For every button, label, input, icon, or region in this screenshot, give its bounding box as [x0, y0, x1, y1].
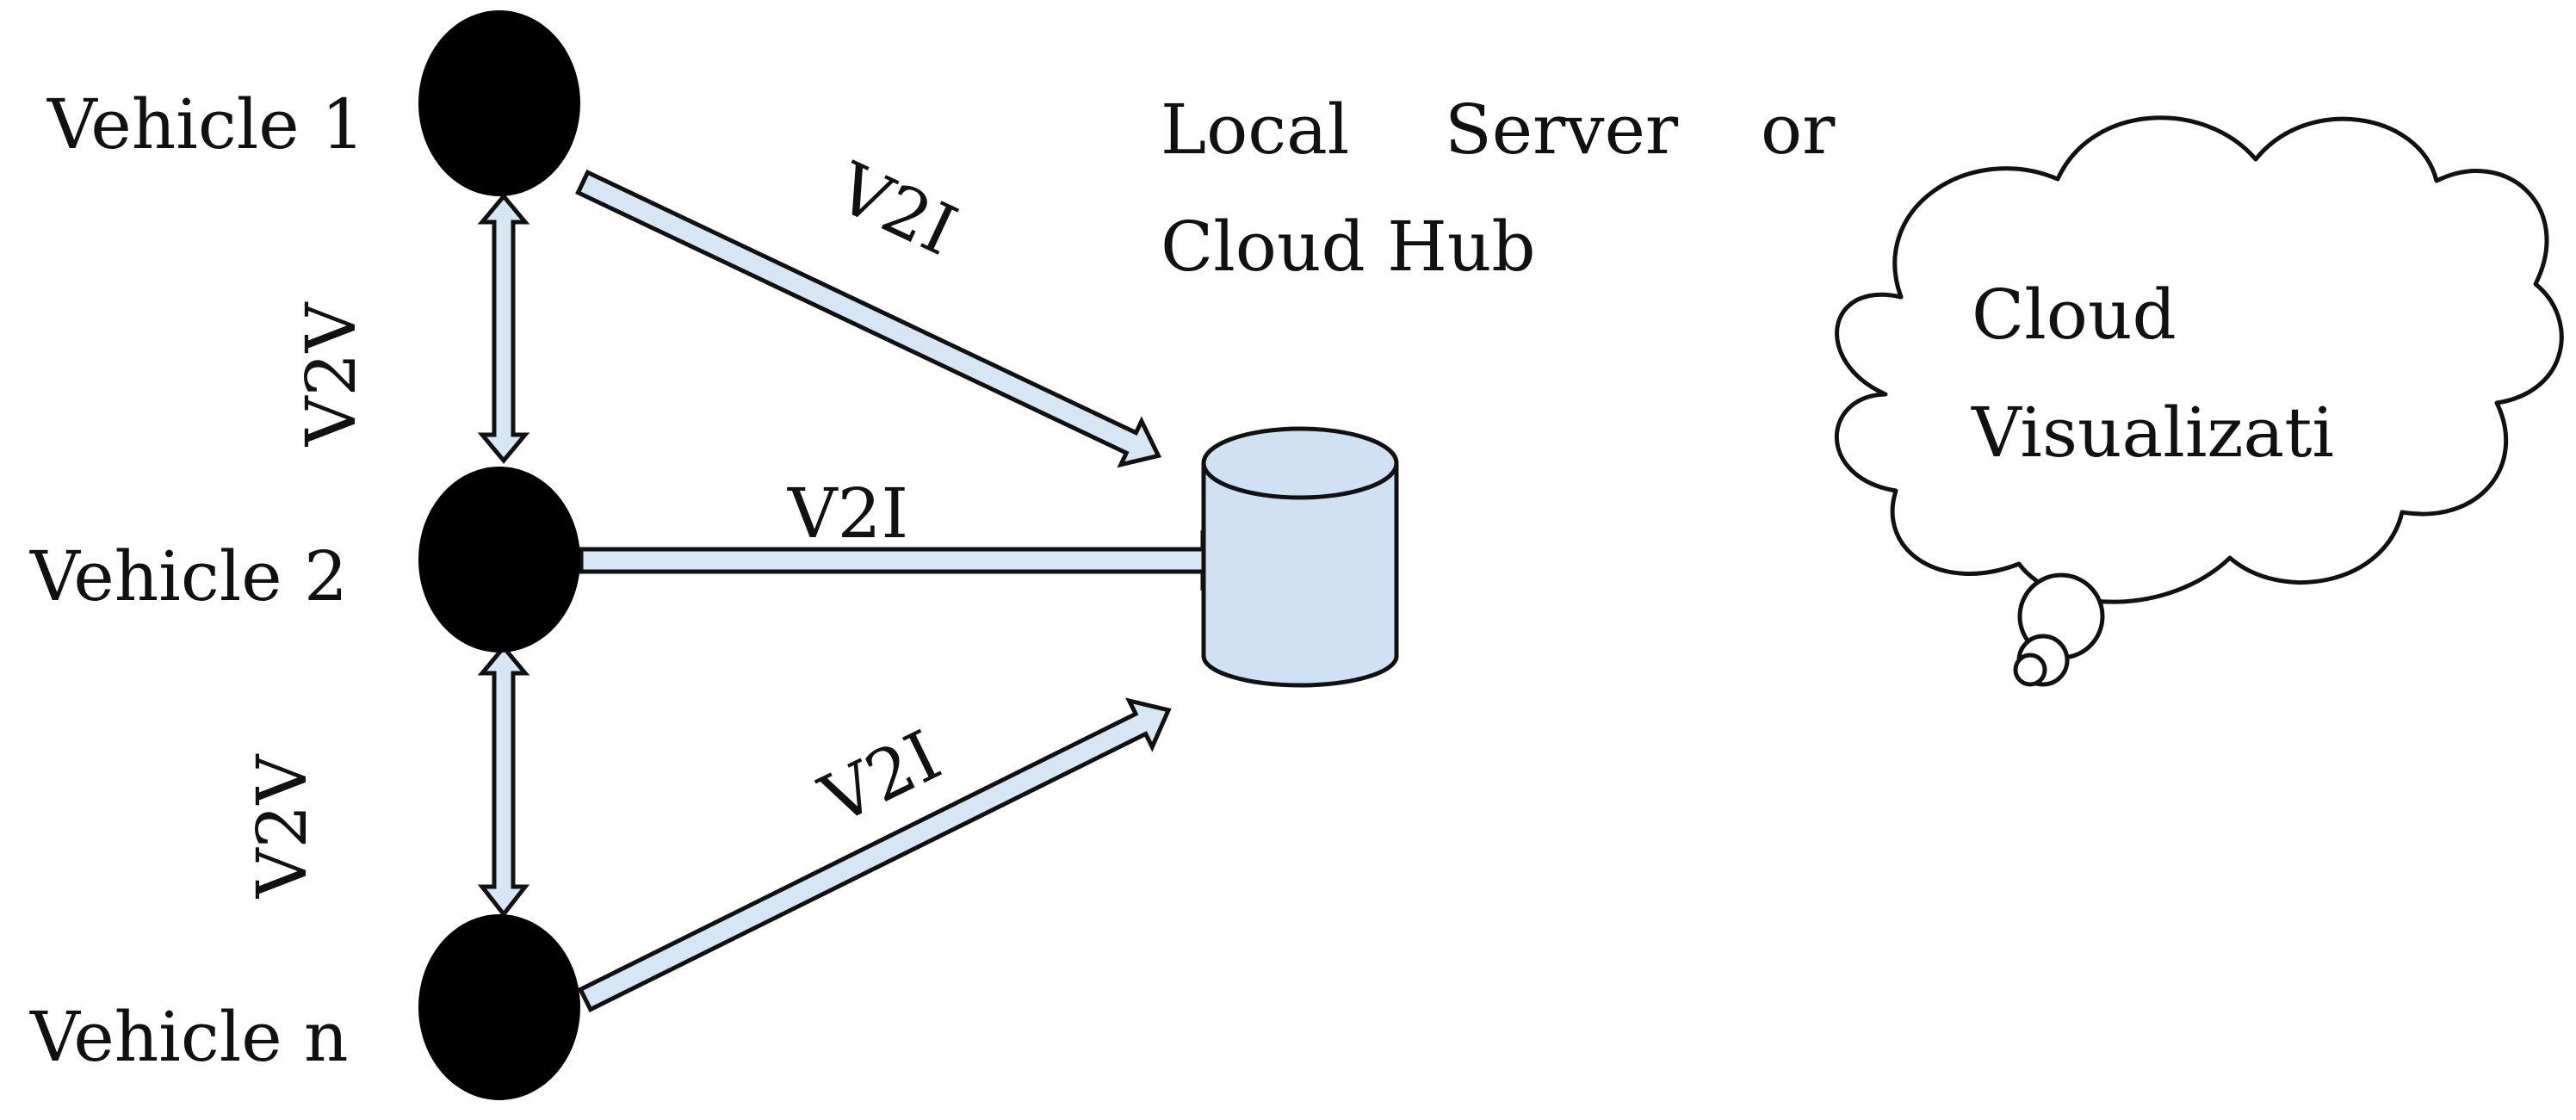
v2i-arrow-1 — [575, 169, 1162, 468]
server-label-word-or: or — [1761, 90, 1836, 170]
v2v-arrow-2-n — [477, 644, 530, 919]
vehicle-2-label: Vehicle 2 — [29, 536, 348, 616]
database-icon — [1201, 426, 1399, 688]
server-label-word-server: Server — [1445, 90, 1679, 170]
v2i-label-2: V2I — [787, 473, 908, 554]
database-body — [1201, 463, 1399, 688]
cloud-label-line1: Cloud — [1972, 275, 2177, 355]
database-top — [1201, 426, 1399, 500]
vehicle-1-node — [418, 10, 580, 196]
v2v-arrow-shape — [477, 644, 530, 919]
cloud-label-line2: Visualizati — [1971, 393, 2334, 473]
v2i-label-1: V2I — [824, 147, 968, 271]
server-label-line2: Cloud Hub — [1161, 207, 1536, 287]
server-label-word-local: Local — [1161, 90, 1349, 170]
v2i-arrow-shape — [577, 697, 1172, 1012]
v2v-arrow-shape — [477, 193, 530, 464]
vehicle-2-node — [418, 467, 580, 653]
v2v-label-1: V2V — [291, 302, 371, 448]
v2v-label-2: V2V — [242, 754, 322, 900]
cloud-thought-icon — [1834, 115, 2564, 687]
vehicle-n-label: Vehicle n — [29, 997, 349, 1077]
vehicle-n-node — [418, 914, 580, 1100]
vehicle-1-label: Vehicle 1 — [46, 84, 365, 164]
cloud-shape — [1834, 115, 2564, 604]
v2v-arrow-1-2 — [477, 193, 530, 464]
cloud-bubble-small — [2013, 653, 2047, 687]
v2i-arrow-3 — [577, 697, 1172, 1012]
v2i-arrow-shape — [575, 169, 1162, 468]
